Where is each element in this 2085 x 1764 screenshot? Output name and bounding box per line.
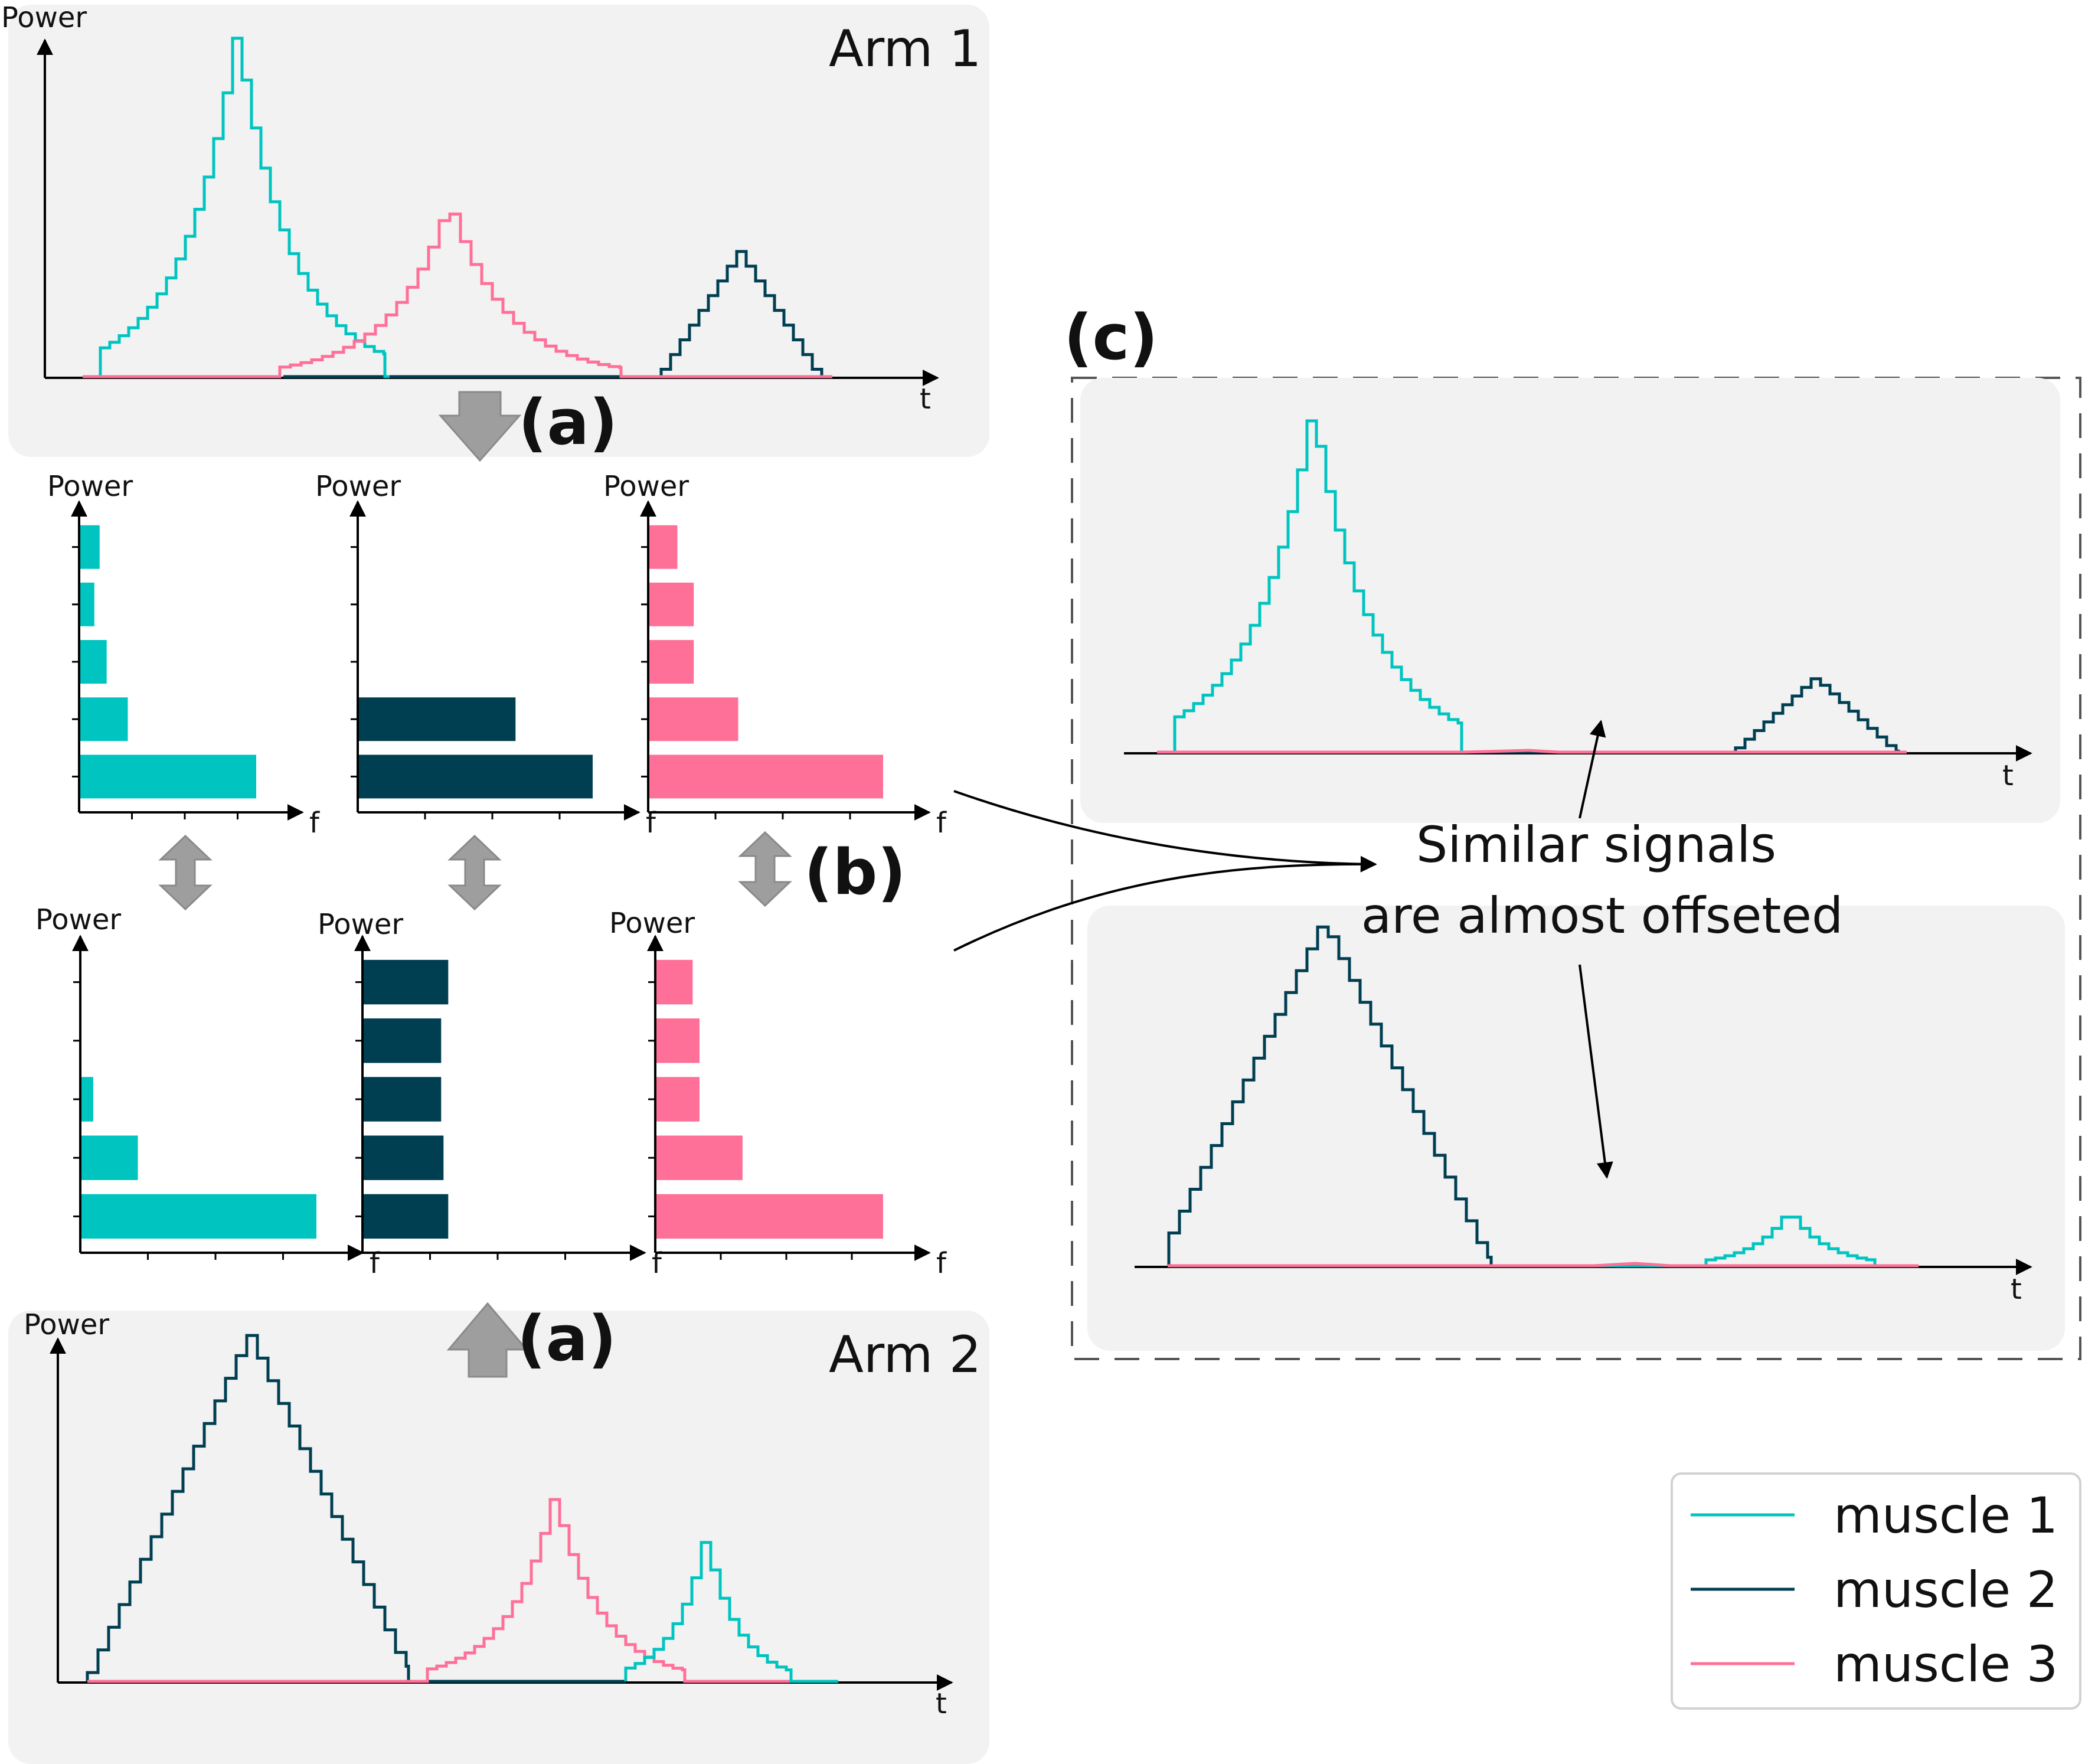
cmp-top-muscle2-curve [1464, 677, 1907, 754]
arm2-muscle1-curve [624, 1541, 838, 1683]
connector-lower [953, 863, 1376, 952]
arm1-muscle3-bar [649, 640, 694, 684]
arm1-muscle3-y-label: Power [603, 470, 689, 503]
arrow-a-bottom [446, 1302, 529, 1378]
arm2-signals [86, 1334, 838, 1683]
arm1-muscle2-curve [283, 250, 832, 378]
arm1-muscle1-y-label: Power [47, 470, 133, 503]
arm1-panel: Power t Arm 1 [1, 1, 989, 457]
double-arrow-1 [158, 834, 213, 911]
arm2-muscle1-x-label: f [370, 1247, 380, 1280]
step-a-label-bottom: (a) [517, 1302, 616, 1375]
comparison-frame: (c) t t Similar signals are almost offse… [1064, 301, 2081, 1360]
step-b-label: (b) [804, 836, 906, 909]
step-a-label-top: (a) [518, 386, 617, 459]
arm2-muscle2-bar [364, 1194, 449, 1239]
arm1-muscle3-bar [649, 525, 678, 569]
double-arrow-3 [738, 831, 792, 907]
arm2-muscle2-curve [86, 1334, 626, 1683]
comparison-bottom-panel [1087, 906, 2065, 1351]
arm1-muscle1-bar [80, 697, 128, 741]
arm2-muscle1-bar [81, 1077, 93, 1122]
legend-label-muscle3: muscle 3 [1834, 1635, 2058, 1693]
arm2-panel: Power t Arm 2 [8, 1308, 989, 1764]
arm2-muscle3-bar [656, 1194, 883, 1239]
arm2-y-label: Power [24, 1308, 109, 1341]
arm2-x-label: t [936, 1687, 947, 1720]
arm1-muscle1-bar [80, 525, 100, 569]
arm2-muscle3-y-label: Power [609, 907, 695, 940]
arm1-muscle1-bar [80, 582, 94, 626]
arm1-x-label: t [920, 383, 931, 416]
arm1-muscle2-y-label: Power [315, 470, 401, 503]
arm2-panel-bg [8, 1311, 989, 1764]
comparison-top-panel [1080, 378, 2060, 823]
arm1-muscle3-bar [649, 697, 738, 741]
arm2-muscle3-bar [656, 959, 693, 1005]
arm1-panel-bg [8, 5, 989, 457]
arm1-muscle2-chart: Power f [315, 470, 656, 839]
arm2-muscle2-bar [364, 1135, 444, 1180]
connector-upper [953, 790, 1377, 873]
annotation-line1: Similar signals [1416, 816, 1776, 874]
arm2-muscle2-chart: Power f [318, 908, 662, 1280]
comparison-bottom-x-label: t [2011, 1273, 2022, 1306]
cmp-top-muscle1-curve [1157, 419, 1464, 754]
annotation-arrow-up [1579, 720, 1606, 819]
double-arrow-2 [447, 834, 502, 911]
annotation-line2: are almost offseted [1361, 887, 1844, 945]
arm1-muscle3-chart: Power f [603, 470, 947, 839]
arm1-muscle1-chart: Power f [47, 470, 320, 839]
arm2-muscle1-chart: Power f [35, 903, 380, 1280]
comparison-top-x-label: t [2002, 759, 2014, 792]
comparison-signals [1157, 419, 1919, 1268]
arm1-muscle3-bar [649, 754, 883, 799]
arm1-title: Arm 1 [829, 19, 982, 79]
arm1-muscle2-x-label: f [646, 806, 656, 839]
cmp-bottom-muscle3-curve [1168, 1262, 1919, 1268]
arm1-muscle2-bar [359, 697, 516, 741]
arm2-muscle2-y-label: Power [318, 908, 403, 941]
arm1-y-label: Power [1, 1, 87, 34]
arrow-a-top [438, 391, 522, 462]
arm1-muscle3-curve [83, 213, 832, 378]
arm1-muscle2-bar [359, 754, 593, 799]
annotation-arrow-down [1579, 964, 1613, 1179]
cmp-top-muscle3-curve [1157, 749, 1907, 754]
arm1-muscle1-x-label: f [309, 806, 320, 839]
arm2-muscle3-bar [656, 1135, 743, 1180]
arm2-muscle1-y-label: Power [35, 903, 121, 936]
arm1-signals [83, 37, 832, 378]
legend-box [1671, 1472, 2081, 1710]
arm2-title: Arm 2 [829, 1325, 982, 1384]
arm2-muscle3-bar [656, 1018, 700, 1063]
legend-label-muscle2: muscle 2 [1834, 1561, 2058, 1619]
arm2-muscle3-chart: Power f [609, 907, 947, 1280]
legend-label-muscle1: muscle 1 [1834, 1487, 2058, 1544]
arm1-muscle1-bar [80, 640, 107, 684]
arm2-muscle2-bar [364, 959, 449, 1005]
arm1-muscle3-bar [649, 582, 694, 626]
arm2-muscle1-bar [81, 1194, 316, 1239]
legend: muscle 1 muscle 2 muscle 3 [1671, 1472, 2081, 1710]
cmp-bottom-muscle2-curve [1167, 925, 1494, 1268]
arm2-muscle3-bar [656, 1077, 700, 1122]
arm1-muscle3-x-label: f [936, 806, 947, 839]
arm2-muscle2-bar [364, 1077, 442, 1122]
arm1-muscle1-bar [80, 754, 256, 799]
arm2-muscle2-bar [364, 1018, 442, 1063]
arm2-muscle1-bar [81, 1135, 138, 1180]
cmp-bottom-muscle1-curve [1494, 1216, 1877, 1268]
arm2-muscle3-x-label: f [936, 1247, 947, 1280]
arm2-muscle2-x-label: f [652, 1247, 662, 1280]
step-c-label: (c) [1064, 301, 1158, 374]
arm1-muscle1-curve [83, 37, 390, 378]
